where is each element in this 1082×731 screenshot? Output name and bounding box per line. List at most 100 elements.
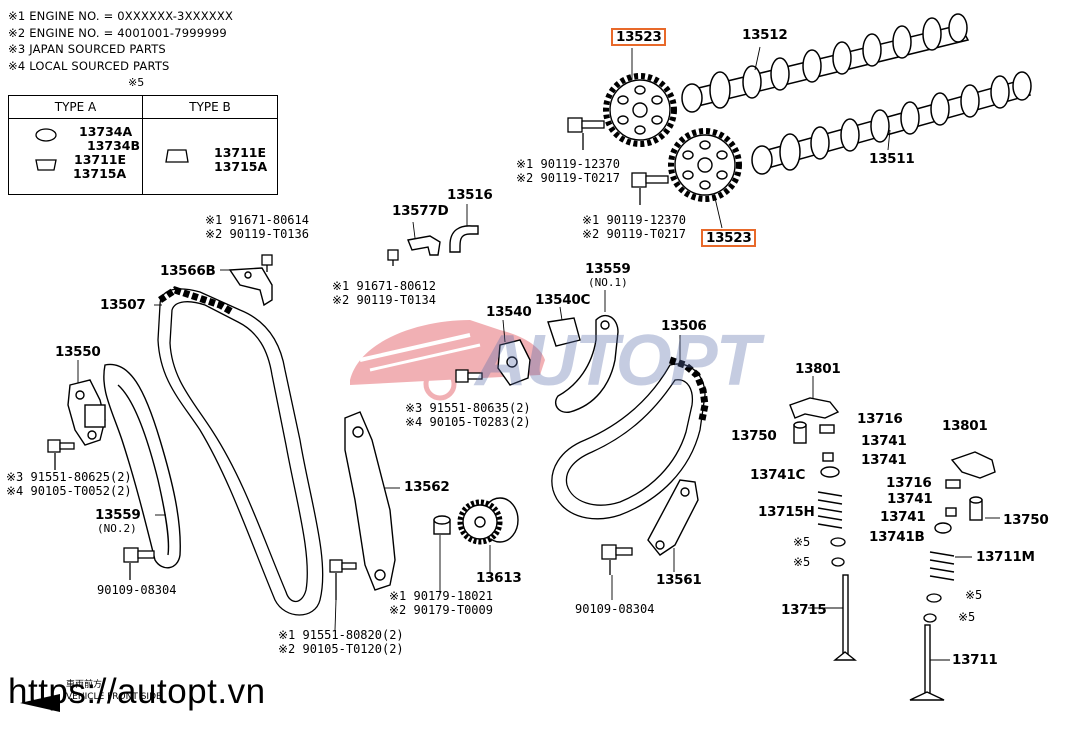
- label-13561[interactable]: 13561: [656, 572, 702, 588]
- label-13741-a[interactable]: 13741: [861, 433, 907, 449]
- label-note5-c: ※5: [965, 588, 983, 602]
- label-bolt-91551-c1[interactable]: ※1 91551-80820(2): [278, 628, 404, 642]
- bolt-icon: [261, 254, 273, 272]
- label-13550[interactable]: 13550: [55, 344, 101, 360]
- watermark-logo-icon: [350, 320, 545, 401]
- label-13801-b[interactable]: 13801: [942, 418, 988, 434]
- label-13711[interactable]: 13711: [952, 652, 998, 668]
- lash-adjuster-icon: [793, 421, 840, 478]
- timing-chain-13507-icon: [157, 286, 324, 616]
- label-13559-no2[interactable]: 13559: [95, 507, 141, 523]
- label-13511[interactable]: 13511: [869, 151, 915, 167]
- label-13512[interactable]: 13512: [742, 27, 788, 43]
- chain-guide-13562-icon: [344, 411, 396, 591]
- notes-block: ※1 ENGINE NO. = 0XXXXXX-3XXXXXX ※2 ENGIN…: [8, 8, 233, 74]
- valve-spring-13715h-icon: [817, 491, 843, 529]
- label-13715[interactable]: 13715: [781, 602, 827, 618]
- chain-slipper-13559-no2-icon: [103, 363, 181, 569]
- label-13613[interactable]: 13613: [476, 570, 522, 586]
- note-japan: ※3 JAPAN SOURCED PARTS: [8, 42, 166, 56]
- label-bolt-90109-a[interactable]: 90109-08304: [97, 583, 177, 597]
- note-engine-2: ※2 ENGINE NO. = 4001001-7999999: [8, 25, 227, 40]
- label-13566b[interactable]: 13566B: [160, 263, 216, 279]
- front-arrow-icon: [20, 694, 60, 712]
- label-13523-bottom[interactable]: 13523: [701, 229, 757, 247]
- table-note-mark: ※5: [128, 76, 145, 89]
- seal-ring-icon: [35, 128, 189, 171]
- type-b-part-2: 13715A: [214, 159, 268, 174]
- hose-13516-icon: [449, 225, 479, 253]
- label-bolt-90119-b2[interactable]: ※2 90119-T0217: [582, 227, 686, 241]
- label-13506[interactable]: 13506: [661, 318, 707, 334]
- bolt-icon: [601, 544, 633, 575]
- label-13750-b[interactable]: 13750: [1003, 512, 1049, 528]
- label-bolt-91551-b2[interactable]: ※4 90105-T0052(2): [6, 484, 132, 498]
- front-label-en: VEHICLE FRONT SIDE: [66, 692, 162, 702]
- label-13741-c[interactable]: 13741: [887, 491, 933, 507]
- label-bolt-91551-a2[interactable]: ※4 90105-T0283(2): [405, 415, 531, 429]
- bolt-icon: [387, 249, 399, 266]
- label-bolt-90119-b1[interactable]: ※1 90119-12370: [582, 213, 686, 227]
- sprocket-13523-top-icon: [603, 73, 677, 147]
- label-13559-no1[interactable]: 13559: [585, 261, 631, 277]
- label-13540c[interactable]: 13540C: [535, 292, 591, 308]
- label-13741c[interactable]: 13741C: [750, 467, 806, 483]
- lash-adjuster-b-icon: [934, 479, 983, 534]
- label-13741b[interactable]: 13741B: [869, 529, 925, 545]
- type-a-part-4: 13715A: [73, 166, 127, 181]
- type-a-header: TYPE A: [9, 96, 142, 119]
- label-13711m[interactable]: 13711M: [976, 549, 1035, 565]
- chain-guide-13561-icon: [647, 479, 699, 556]
- label-bolt-91671-b2[interactable]: ※2 90119-T0134: [332, 293, 436, 307]
- label-bolt-91671-b1[interactable]: ※1 91671-80612: [332, 279, 436, 293]
- label-13516[interactable]: 13516: [447, 187, 493, 203]
- tensioner-13540-icon: [497, 339, 531, 386]
- camshaft-13511-icon: [751, 71, 1032, 175]
- label-bolt-91551-c2[interactable]: ※2 90105-T0120(2): [278, 642, 404, 656]
- label-13577d[interactable]: 13577D: [392, 203, 449, 219]
- type-a-part-1: 13734A: [79, 124, 133, 139]
- bolt-icon: [567, 117, 669, 205]
- valve-spring-13711m-icon: [929, 551, 955, 581]
- label-13716-a[interactable]: 13716: [857, 411, 903, 427]
- rocker-arm-13801-icon: [789, 397, 840, 419]
- label-13559-no2-sub: (NO.2): [97, 522, 137, 535]
- label-bolt-90179-2[interactable]: ※2 90179-T0009: [389, 603, 493, 617]
- label-13750-a[interactable]: 13750: [731, 428, 777, 444]
- label-13562[interactable]: 13562: [404, 479, 450, 495]
- valve-13715-icon: [833, 574, 857, 661]
- label-13716-b[interactable]: 13716: [886, 475, 932, 491]
- label-bolt-91671-a1[interactable]: ※1 91671-80614: [205, 213, 309, 227]
- front-label-jp: 車両前方: [66, 680, 103, 690]
- valve-13711-icon: [909, 624, 945, 701]
- table-divider: [142, 96, 143, 194]
- bolt-icon: [123, 547, 155, 580]
- bracket-13566b-icon: [228, 267, 273, 307]
- label-bolt-91671-a2[interactable]: ※2 90119-T0136: [205, 227, 309, 241]
- label-bolt-91551-b1[interactable]: ※3 91551-80625(2): [6, 470, 132, 484]
- label-bolt-90179-1[interactable]: ※1 90179-18021: [389, 589, 493, 603]
- label-bolt-90119-a2[interactable]: ※2 90119-T0217: [516, 171, 620, 185]
- label-bolt-90119-a1[interactable]: ※1 90119-12370: [516, 157, 620, 171]
- note-local: ※4 LOCAL SOURCED PARTS: [8, 58, 170, 73]
- front-label: 車両前方 VEHICLE FRONT SIDE: [66, 679, 162, 703]
- label-13741-d[interactable]: 13741: [880, 509, 926, 525]
- note-engine-1: ※1 ENGINE NO. = 0XXXXXX-3XXXXXX: [8, 9, 234, 23]
- label-note5-b: ※5: [793, 555, 811, 569]
- bolt-icon: [455, 369, 483, 383]
- label-bolt-91551-a1[interactable]: ※3 91551-80635(2): [405, 401, 531, 415]
- label-13801-a[interactable]: 13801: [795, 361, 841, 377]
- camshaft-13512-icon: [681, 13, 970, 113]
- label-13540[interactable]: 13540: [486, 304, 532, 320]
- label-13507[interactable]: 13507: [100, 297, 146, 313]
- type-b-header: TYPE B: [143, 96, 277, 119]
- sprocket-13523-bottom-icon: [668, 128, 742, 202]
- label-note5-a: ※5: [793, 535, 811, 549]
- label-bolt-90109-b[interactable]: 90109-08304: [575, 602, 655, 616]
- label-13741-b[interactable]: 13741: [861, 452, 907, 468]
- watermark-text: AUTOPT: [475, 321, 760, 401]
- label-13715h[interactable]: 13715H: [758, 504, 815, 520]
- label-13523-top[interactable]: 13523: [611, 28, 667, 46]
- website-url[interactable]: https://autopt.vn: [8, 672, 266, 711]
